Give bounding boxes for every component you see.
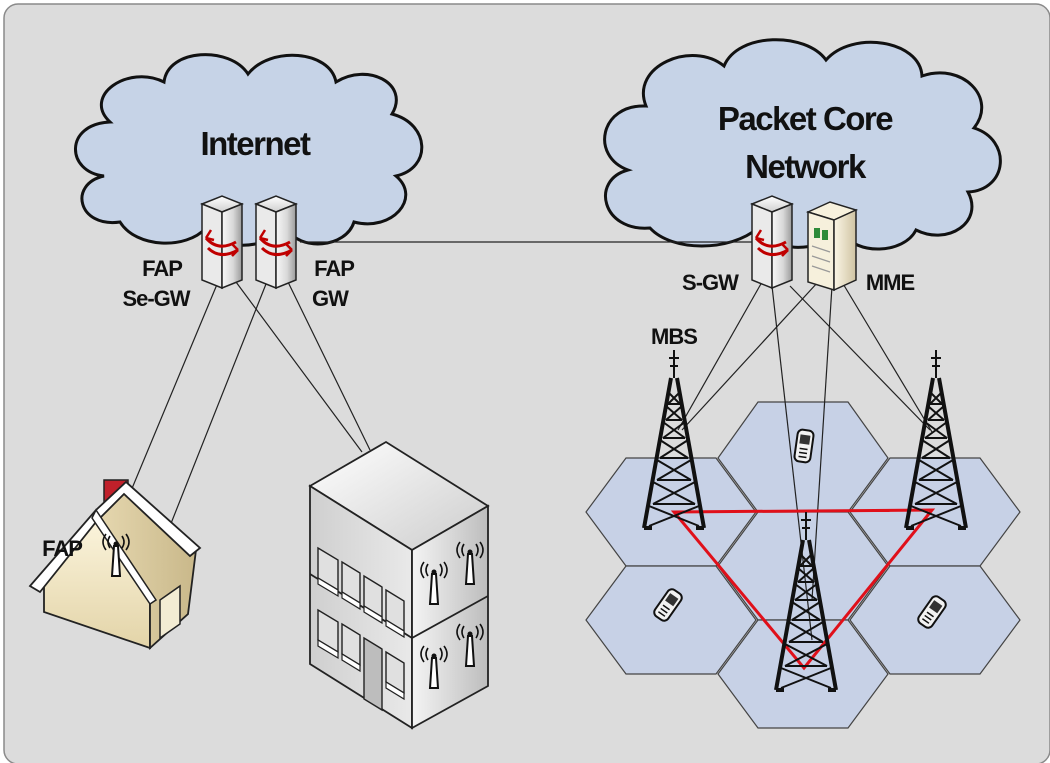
fap-segw-label-line1: FAP bbox=[142, 256, 182, 281]
office-building-icon bbox=[308, 440, 490, 730]
coordination-triangle bbox=[670, 508, 936, 671]
fap-segw-server-icon bbox=[200, 194, 244, 290]
network-links bbox=[127, 241, 933, 641]
packet-core-label-line1: Packet Core bbox=[718, 100, 893, 137]
fap-gw-label-line1: FAP bbox=[314, 256, 354, 281]
hex-cell bbox=[717, 619, 889, 729]
hex-cell bbox=[585, 565, 757, 675]
mbs-label: MBS bbox=[651, 324, 697, 349]
internet-cloud: Internet bbox=[74, 53, 424, 247]
sgw-server-icon bbox=[750, 194, 794, 290]
mme-label: MME bbox=[866, 270, 915, 295]
packet-core-cloud: Packet Core Network bbox=[603, 38, 1002, 251]
internet-label: Internet bbox=[200, 125, 311, 162]
mobile-phone-icon bbox=[792, 428, 816, 464]
mme-cabinet-icon bbox=[805, 201, 859, 292]
house-fap-label: FAP bbox=[42, 536, 82, 561]
fap-gw-label-line2: GW bbox=[312, 286, 349, 311]
packet-core-label-line2: Network bbox=[745, 148, 867, 185]
fap-gw-server-icon bbox=[254, 194, 298, 290]
sgw-label: S-GW bbox=[682, 270, 739, 295]
fap-segw-label-line2: Se-GW bbox=[122, 286, 190, 311]
house-icon: FAP bbox=[28, 479, 202, 651]
